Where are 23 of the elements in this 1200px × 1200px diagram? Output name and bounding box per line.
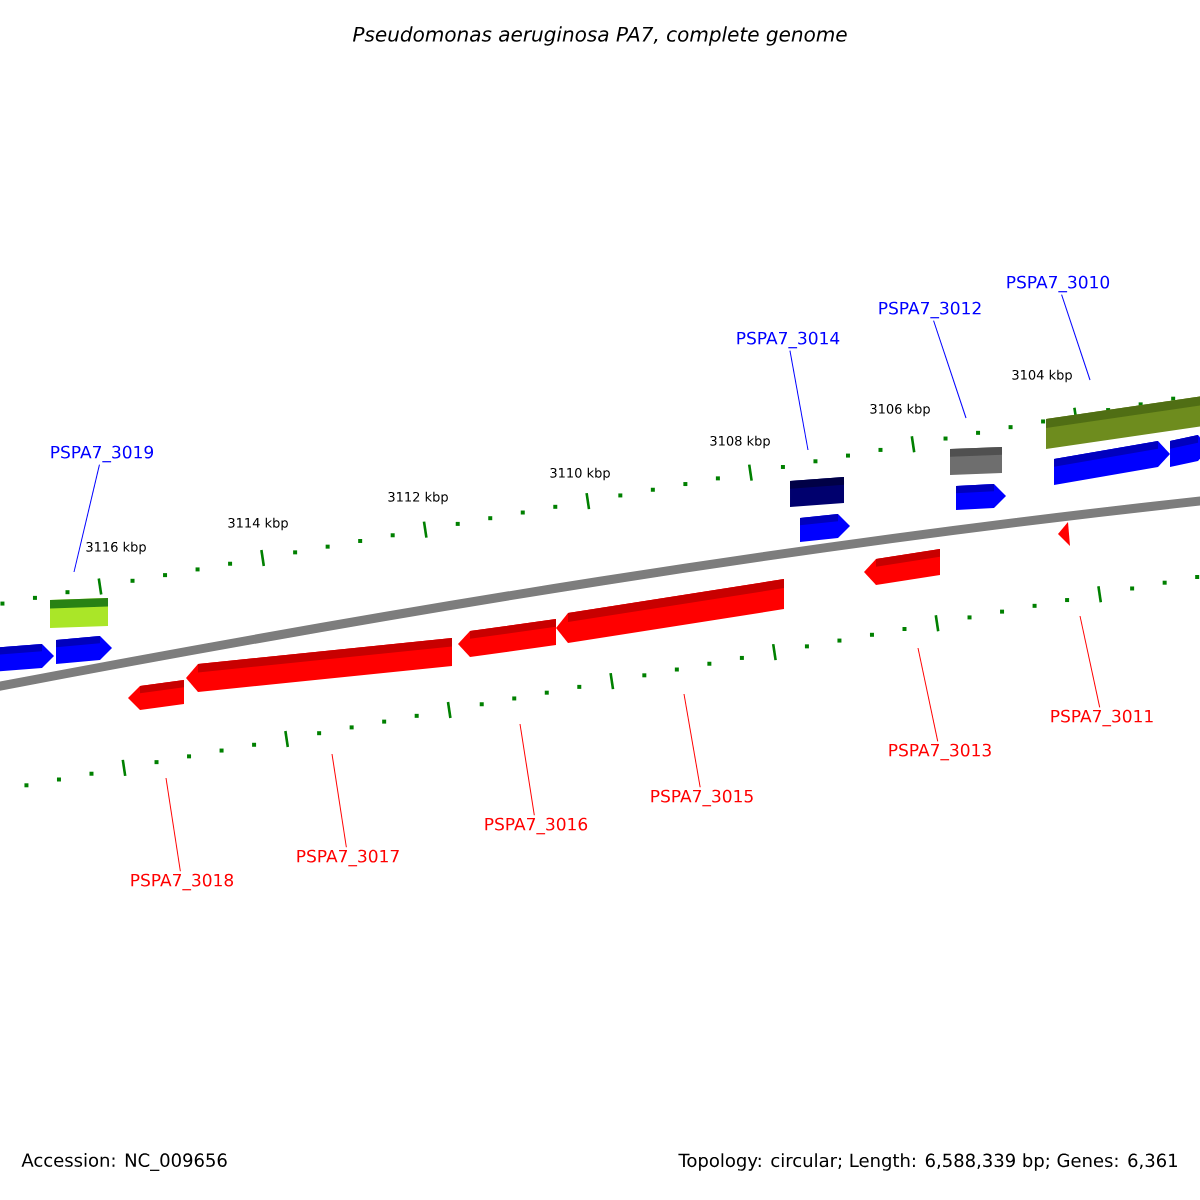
leader-line	[73, 464, 100, 573]
footer-text: Topology: circular; Length: 6,588,339 bp; Genes: 6,361	[678, 1153, 1177, 1171]
gene-label: PSPA7_3018	[131, 873, 234, 891]
gene-label: PSPA7_3014	[737, 331, 840, 349]
leader-line	[1079, 615, 1101, 708]
leader-line	[165, 777, 181, 872]
title: Pseudomonas aeruginosa PA7, complete genome	[352, 26, 847, 46]
gene-label: PSPA7_3019	[51, 445, 153, 463]
leader-line	[933, 320, 967, 419]
leader-line	[917, 647, 939, 742]
leader-line	[683, 693, 701, 788]
leader-line	[519, 723, 535, 816]
footer-text: Accession: NC_009656	[21, 1153, 227, 1171]
leader-line	[789, 350, 809, 451]
gene-label: PSPA7_3013	[889, 743, 991, 761]
gene-label: PSPA7_3010	[1007, 275, 1110, 293]
gene-label: PSPA7_3016	[485, 817, 588, 835]
gene-label: PSPA7_3012	[879, 301, 981, 319]
leader-line	[1061, 294, 1091, 381]
leader-line	[331, 753, 347, 848]
gene-label: PSPA7_3017	[297, 849, 399, 867]
gene-label: PSPA7_3015	[651, 789, 753, 807]
gene-label: PSPA7_3011	[1051, 709, 1153, 727]
